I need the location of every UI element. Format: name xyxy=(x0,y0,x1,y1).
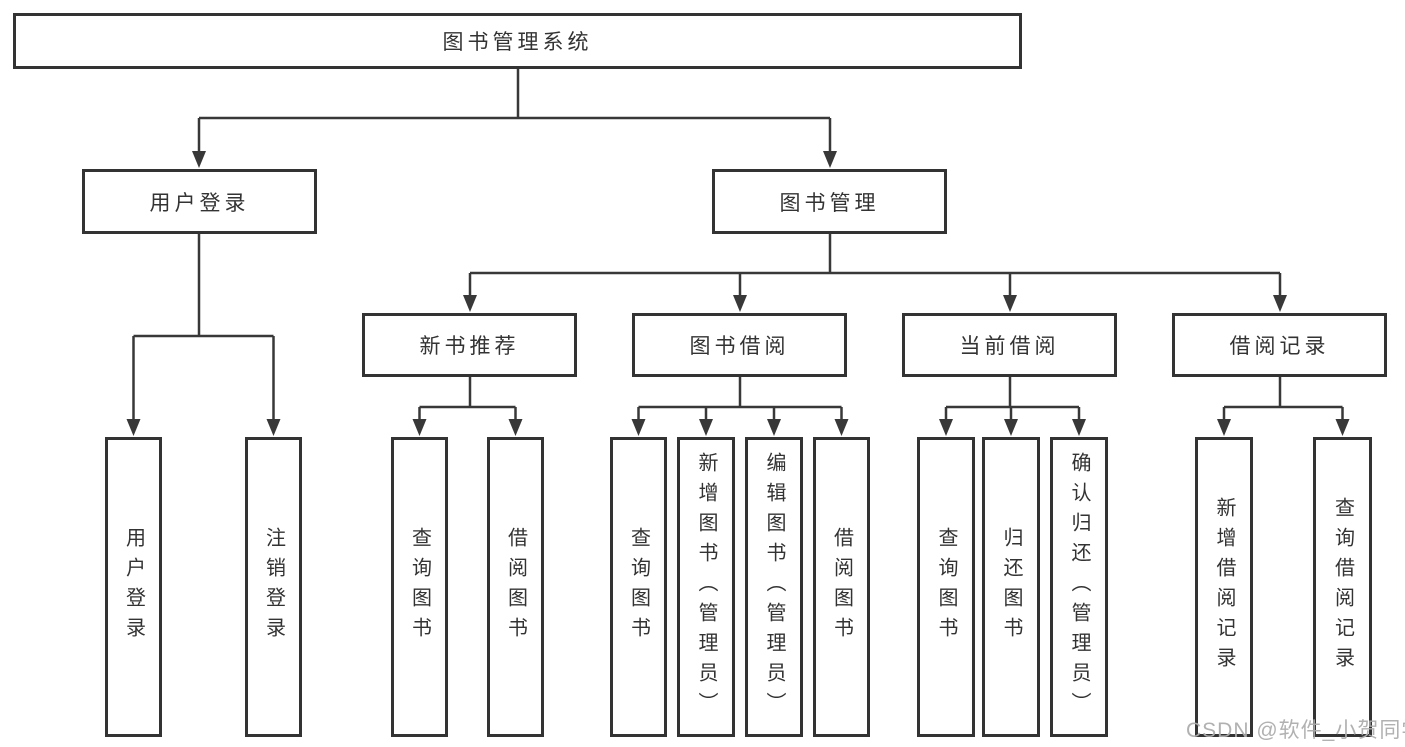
leaf-query-borrow-record: 查询借阅记录 xyxy=(1313,437,1372,737)
leaf-logout: 注销登录 xyxy=(245,437,302,737)
leaf-query-books-current: 查询图书 xyxy=(917,437,975,737)
node-current-borrow: 当前借阅 xyxy=(902,313,1117,377)
leaf-add-borrow-record: 新增借阅记录 xyxy=(1195,437,1253,737)
node-book-borrow: 图书借阅 xyxy=(632,313,847,377)
node-book-management-branch: 图书管理 xyxy=(712,169,947,234)
leaf-user-login: 用户登录 xyxy=(105,437,162,737)
leaf-return-book: 归还图书 xyxy=(982,437,1040,737)
leaf-edit-book-admin: 编辑图书（管理员） xyxy=(745,437,803,737)
node-root-system: 图书管理系统 xyxy=(13,13,1022,69)
leaf-query-books-recommend: 查询图书 xyxy=(391,437,448,737)
node-borrow-records: 借阅记录 xyxy=(1172,313,1387,377)
leaf-borrow-books-recommend: 借阅图书 xyxy=(487,437,544,737)
leaf-confirm-return-admin: 确认归还（管理员） xyxy=(1050,437,1108,737)
node-user-login-branch: 用户登录 xyxy=(82,169,317,234)
node-new-book-recommend: 新书推荐 xyxy=(362,313,577,377)
watermark-text: CSDN @软件_小贺同学 xyxy=(1186,719,1405,742)
leaf-query-books-borrow: 查询图书 xyxy=(610,437,667,737)
leaf-add-book-admin: 新增图书（管理员） xyxy=(677,437,735,737)
leaf-borrow-books: 借阅图书 xyxy=(813,437,870,737)
